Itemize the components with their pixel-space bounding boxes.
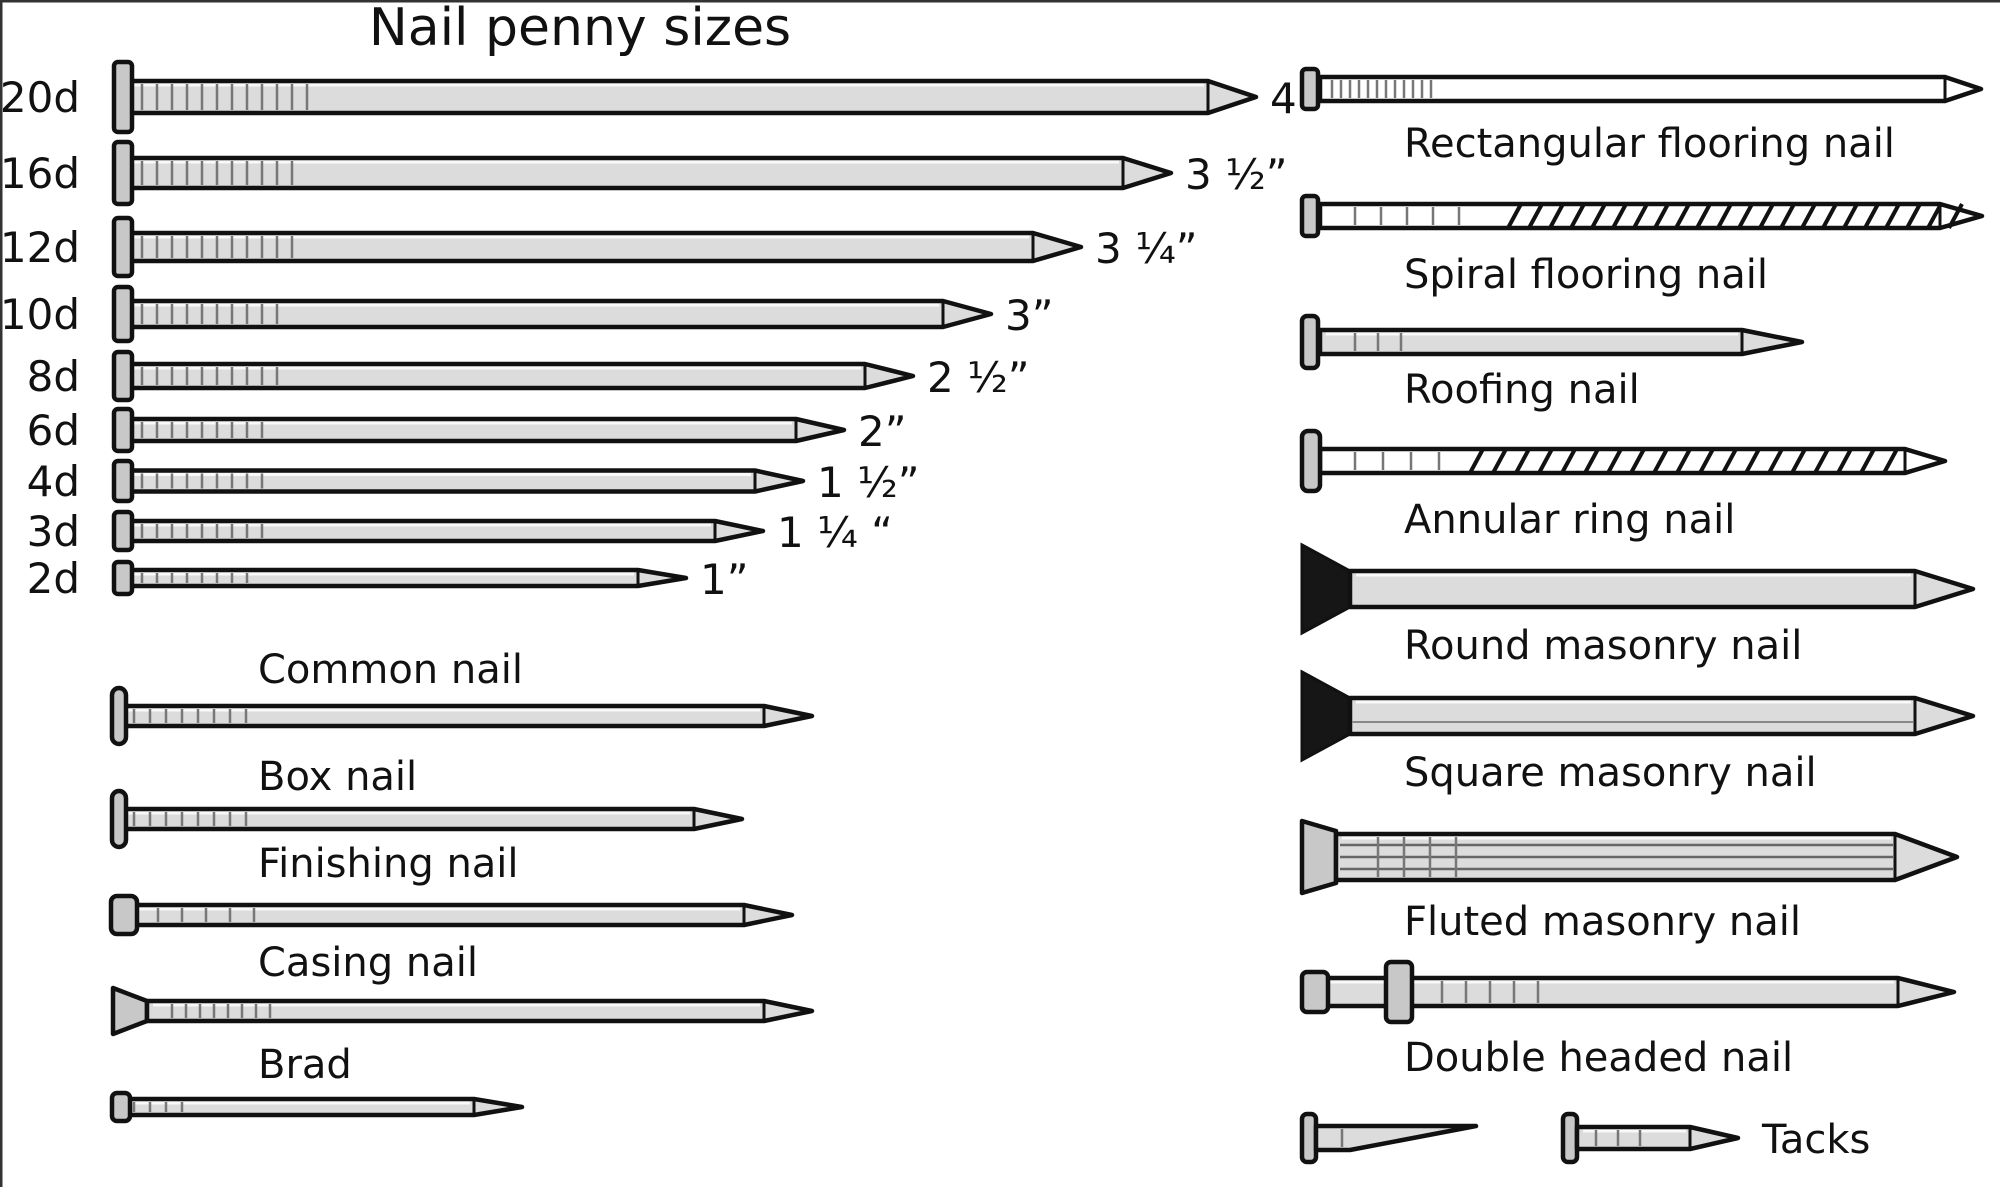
nail-label-1: Box nail: [258, 754, 417, 800]
penny-label-10d: 10d: [0, 290, 80, 339]
penny-nail-3d: [111, 509, 766, 553]
penny-label-6d: 6d: [27, 406, 80, 455]
penny-label-8d: 8d: [27, 352, 80, 401]
nail-label-r5: Square masonry nail: [1404, 750, 1817, 796]
penny-label-20d: 20d: [0, 73, 80, 122]
nail-label-r2: Roofing nail: [1404, 367, 1640, 413]
nail-label-r4: Round masonry nail: [1404, 623, 1802, 669]
length-label-10d: 3”: [1005, 291, 1053, 340]
nail-illustration-left-2: [108, 893, 795, 937]
penny-label-2d: 2d: [27, 554, 80, 603]
length-label-8d: 2 ½”: [927, 353, 1030, 402]
penny-nail-2d: [111, 559, 689, 597]
penny-nail-12d: [111, 215, 1084, 279]
nail-label-r3: Annular ring nail: [1404, 497, 1735, 543]
length-label-3d: 1 ¼ “: [777, 508, 893, 557]
penny-label-4d: 4d: [27, 457, 80, 506]
nail-label-r0: Rectangular flooring nail: [1404, 121, 1895, 167]
nail-illustration-left-1: [109, 788, 745, 850]
length-label-2d: 1”: [700, 555, 748, 604]
diagram-title: Nail penny sizes: [369, 0, 791, 58]
nail-illustration-left-0: [109, 685, 815, 747]
nail-label-r8: Tacks: [1761, 1117, 1870, 1163]
square-masonry-nail: [1300, 669, 1976, 763]
penny-nail-16d: [111, 139, 1174, 207]
penny-label-12d: 12d: [0, 223, 80, 272]
penny-nail-10d: [111, 284, 994, 344]
round-masonry-nail: [1300, 542, 1976, 636]
nail-label-3: Casing nail: [258, 940, 478, 986]
rectangular-flooring-nail: [1299, 66, 1984, 112]
roofing-nail: [1299, 313, 1805, 371]
penny-nail-20d: [111, 59, 1259, 135]
tacks: [1299, 1111, 1741, 1165]
nail-label-2: Finishing nail: [258, 841, 519, 887]
fluted-masonry-nail: [1299, 818, 1960, 896]
annular-ring-nail: [1299, 428, 1948, 494]
penny-label-3d: 3d: [27, 507, 80, 556]
nail-illustration-left-4: [109, 1090, 525, 1124]
penny-nail-8d: [111, 349, 916, 403]
length-label-12d: 3 ¼”: [1095, 224, 1198, 273]
nail-label-r7: Double headed nail: [1404, 1035, 1793, 1081]
length-label-6d: 2”: [858, 407, 906, 456]
nail-illustration-left-3: [110, 985, 815, 1037]
length-label-16d: 3 ½”: [1185, 150, 1288, 199]
nail-label-r6: Fluted masonry nail: [1404, 899, 1801, 945]
nail-label-r1: Spiral flooring nail: [1404, 252, 1768, 298]
penny-nail-4d: [111, 458, 806, 504]
nail-label-4: Brad: [258, 1042, 352, 1088]
nail-label-0: Common nail: [258, 647, 523, 693]
length-label-4d: 1 ½”: [817, 458, 920, 507]
spiral-flooring-nail: [1299, 193, 1985, 239]
penny-nail-6d: [111, 406, 847, 454]
penny-label-16d: 16d: [0, 149, 80, 198]
double-headed-nail: [1299, 959, 1957, 1025]
